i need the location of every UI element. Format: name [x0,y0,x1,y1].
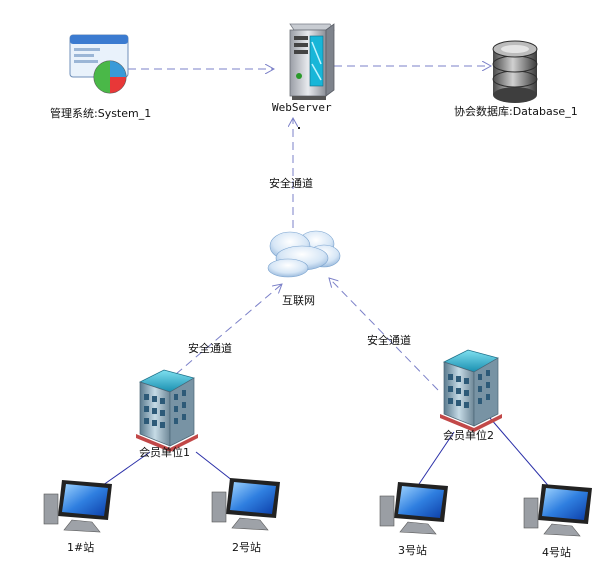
application-window-icon [69,34,129,94]
server-tower-icon [289,23,335,100]
office-building-icon [136,369,198,452]
edge-unit2-to-cloud [329,278,439,391]
node-label-internet: 互联网 [282,294,315,307]
node-label-unit1: 会员单位1 [139,446,190,459]
edge-unit2-to-station3 [414,431,455,491]
edge-unit2-to-station4 [489,417,553,491]
node-label-system: 管理系统:System_1 [50,107,152,120]
edge-unit1-to-cloud [175,284,282,375]
cloud-icon [267,230,341,278]
node-label-webserver: WebServer [272,101,332,114]
node-label-station1: 1#站 [67,541,95,554]
node-label-station2: 2号站 [232,541,261,554]
monitor-icon [379,482,448,535]
node-label-unit2: 会员单位2 [443,429,494,442]
anchor-dot [298,127,300,129]
edge-label-cloud-to-server: 安全通道 [269,177,313,190]
edge-label-unit1-to-cloud: 安全通道 [188,342,232,355]
monitor-icon [43,480,112,533]
node-label-station4: 4号站 [542,546,571,559]
node-label-database: 协会数据库:Database_1 [454,105,578,118]
monitor-icon [523,484,592,537]
office-building-icon [440,349,502,432]
database-icon [492,40,538,103]
node-label-station3: 3号站 [398,544,427,557]
monitor-icon [211,478,280,531]
edge-label-unit2-to-cloud: 安全通道 [367,334,411,347]
